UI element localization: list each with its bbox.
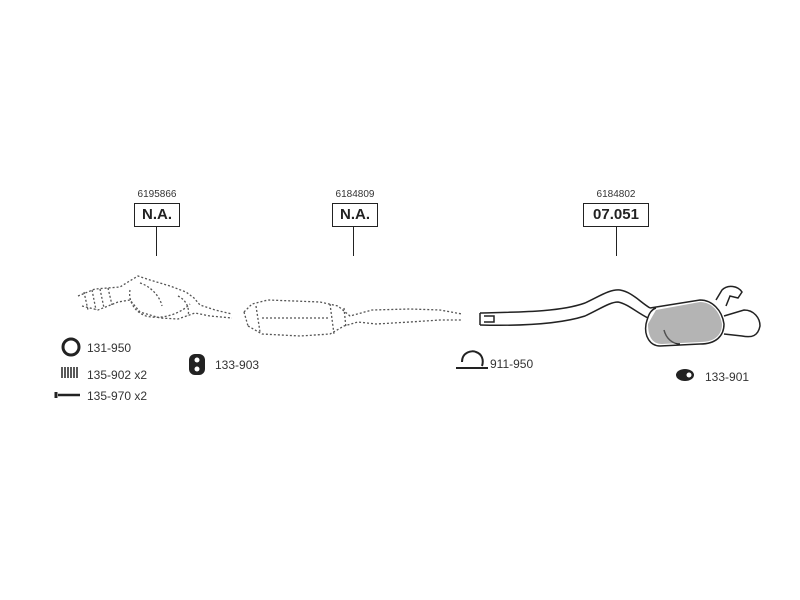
leader-line-3 xyxy=(616,227,617,256)
rear-silencer-drawing xyxy=(479,285,761,347)
rubber-mount-icon xyxy=(676,369,694,381)
middle-silencer-drawing xyxy=(243,299,463,337)
leader-line-2 xyxy=(353,227,354,256)
accessory-label-133-901: 133-901 xyxy=(705,370,750,384)
bolt-icon xyxy=(54,392,80,398)
spring-icon xyxy=(61,367,78,378)
part-number-1: 6195866 xyxy=(137,189,177,200)
leader-line-1 xyxy=(156,227,157,256)
accessory-label-131-950: 131-950 xyxy=(87,341,132,355)
accessory-label-133-903: 133-903 xyxy=(215,358,260,372)
part-number-3: 6184802 xyxy=(596,189,636,200)
catalytic-converter-drawing xyxy=(77,275,233,320)
pipe-clamp-icon xyxy=(456,350,488,369)
code-box-1: N.A. xyxy=(134,203,180,227)
part-number-2: 6184809 xyxy=(335,189,375,200)
accessory-label-911-950: 911-950 xyxy=(490,357,534,371)
code-box-2: N.A. xyxy=(332,203,378,227)
code-box-3: 07.051 xyxy=(583,203,649,227)
rear-silencer-shading xyxy=(648,302,722,344)
gasket-ring-icon xyxy=(61,337,81,357)
rubber-hanger-icon xyxy=(189,354,205,375)
accessory-label-135-970: 135-970 x2 xyxy=(87,389,148,403)
accessory-label-135-902: 135-902 x2 xyxy=(87,368,148,382)
